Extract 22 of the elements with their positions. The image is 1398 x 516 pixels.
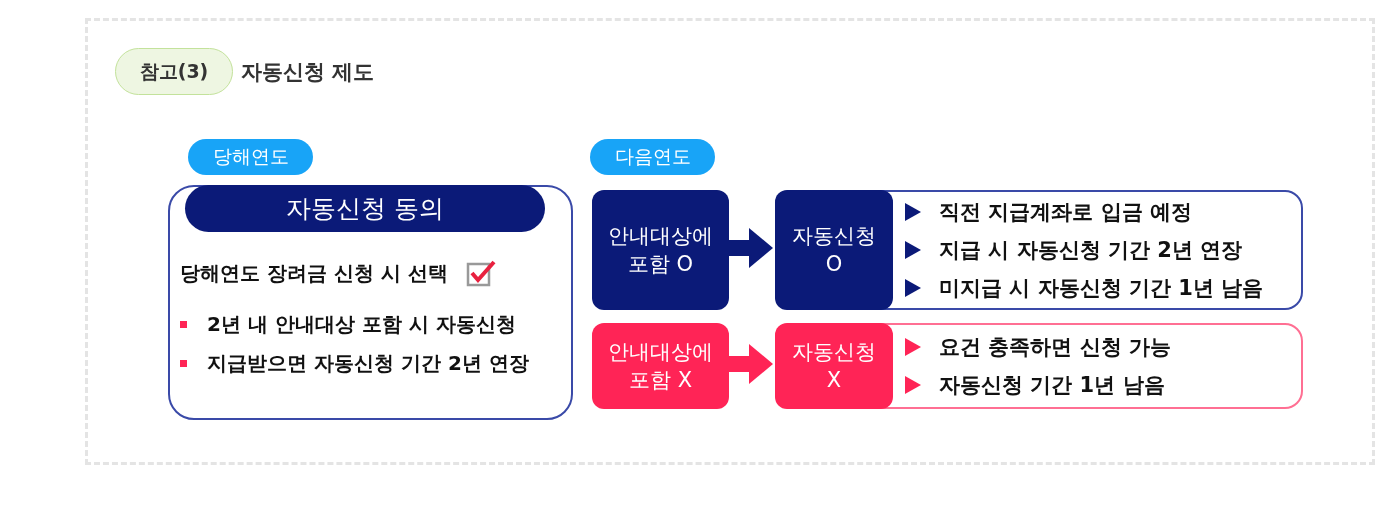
- header-bar: 자동신청 동의: [185, 185, 545, 232]
- bullet-text: 지급 시 자동신청 기간 2년 연장: [939, 237, 1243, 264]
- status-box: 안내대상에 포함 O: [592, 190, 729, 310]
- status-box: 자동신청 X: [775, 323, 893, 409]
- bullet-text: 직전 지급계좌로 입금 예정: [939, 199, 1192, 226]
- card-bullet-text: 2년 내 안내대상 포함 시 자동신청: [207, 311, 516, 338]
- label-pill: 참고(3): [115, 48, 233, 95]
- result-panel: [775, 190, 1303, 310]
- status-box: 자동신청 O: [775, 190, 893, 310]
- card-text: 당해연도 장려금 신청 시 선택: [180, 259, 448, 287]
- card: [168, 185, 573, 420]
- block-arrow: [729, 228, 773, 268]
- result-panel: [775, 323, 1303, 409]
- year-badge: 다음연도: [590, 139, 715, 175]
- status-box: 안내대상에 포함 X: [592, 323, 729, 409]
- bullet-text: 요건 충족하면 신청 가능: [939, 334, 1171, 361]
- card-bullet-text: 지급받으면 자동신청 기간 2년 연장: [207, 350, 529, 377]
- bullet-text: 자동신청 기간 1년 남음: [939, 372, 1165, 399]
- title: 자동신청 제도: [241, 59, 375, 86]
- bullet-text: 미지급 시 자동신청 기간 1년 남음: [939, 275, 1264, 302]
- year-badge: 당해연도: [188, 139, 313, 175]
- block-arrow: [729, 344, 773, 384]
